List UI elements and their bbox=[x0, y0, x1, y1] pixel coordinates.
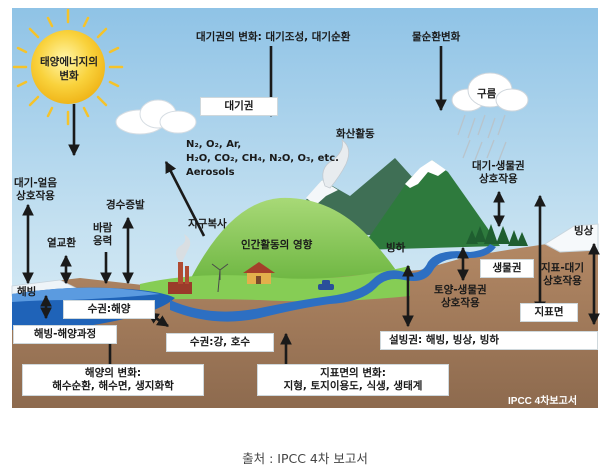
rain-cloud-icon bbox=[451, 72, 529, 161]
wind-stress-line2: 응력 bbox=[93, 235, 113, 247]
cloud-label: 구름 bbox=[477, 88, 497, 100]
source-caption: 출처 : IPCC 4차 보고서 bbox=[242, 451, 368, 466]
air-ice-interaction-label: 대기-얼음 상호작용 bbox=[14, 177, 57, 203]
land-atmos-line1: 지표-대기 bbox=[541, 262, 584, 274]
atmos-biosphere-line1: 대기-생물권 bbox=[472, 160, 525, 172]
wind-stress-line1: 바람 bbox=[93, 222, 113, 234]
biosphere-box: 생물권 bbox=[480, 259, 534, 278]
hydrosphere-river-box: 수권:강, 호수 bbox=[166, 333, 274, 352]
evaporation-precip-label: 경수증발 bbox=[106, 199, 145, 211]
cloud-icon bbox=[115, 99, 197, 135]
ocean-change-line1: 해양의 변화: bbox=[84, 367, 142, 379]
land-atmos-line2: 상호작용 bbox=[543, 275, 582, 287]
air-ice-line2: 상호작용 bbox=[16, 190, 55, 202]
atmos-biosphere-interaction-label: 대기-생물권 상호작용 bbox=[472, 160, 525, 186]
soil-biosphere-line2: 상호작용 bbox=[441, 297, 480, 309]
hydrosphere-ocean-box: 수권:해양 bbox=[63, 300, 155, 319]
gases-line3: Aerosols bbox=[186, 167, 235, 178]
glacier-label: 빙하 bbox=[386, 242, 406, 254]
mountain-snow-right bbox=[405, 160, 446, 188]
land-change-line1: 지표면의 변화: bbox=[320, 367, 386, 379]
air-ice-line1: 대기-얼음 bbox=[14, 177, 57, 189]
heat-exchange-label: 열교환 bbox=[47, 237, 76, 249]
grass-strip bbox=[140, 266, 410, 302]
ipcc-watermark: IPCC 4차보고서 bbox=[508, 396, 578, 407]
sea-ice-label: 해빙 bbox=[17, 286, 37, 298]
ocean-change-line2: 해수순환, 해수면, 생지화학 bbox=[52, 380, 174, 392]
sun-energy-line1: 태양에너지의 bbox=[40, 56, 98, 68]
ice-sheet bbox=[543, 223, 599, 253]
central-hill bbox=[190, 197, 402, 280]
water-cycle-change-label: 물순환변화 bbox=[412, 31, 461, 43]
sun-icon bbox=[12, 8, 124, 126]
human-influence-label: 인간활동의 영향 bbox=[241, 239, 313, 251]
wind-stress-label: 바람 응력 bbox=[93, 222, 112, 248]
gases-line2: H₂O, CO₂, CH₄, N₂O, O₃, etc. bbox=[186, 153, 339, 164]
volcanic-activity-label: 화산활동 bbox=[336, 128, 375, 140]
arrows bbox=[22, 46, 600, 366]
mountain-right bbox=[360, 160, 500, 250]
land-surface-box: 지표면 bbox=[520, 303, 578, 322]
house-icon bbox=[243, 262, 275, 284]
atmosphere-change-label: 대기권의 변화: 대기조성, 대기순환 bbox=[196, 31, 351, 43]
land-change-line2: 지형, 토지이용도, 식생, 생태계 bbox=[283, 380, 423, 392]
factory-icon bbox=[168, 234, 192, 294]
soil-biosphere-interaction-label: 토양-생물권 상호작용 bbox=[434, 284, 487, 310]
cryosphere-box: 설빙권: 해빙, 빙상, 빙하 bbox=[380, 331, 598, 350]
ocean-change-box: 해양의 변화: 해수순환, 해수면, 생지화학 bbox=[22, 364, 204, 396]
terrestrial-radiation-label: 지구복사 bbox=[188, 218, 227, 230]
trees-icon bbox=[466, 224, 528, 246]
atmosphere-box: 대기권 bbox=[200, 97, 278, 116]
volcano-smoke bbox=[322, 138, 350, 189]
soil-biosphere-line1: 토양-생물권 bbox=[434, 284, 487, 296]
land-surface-change-box: 지표면의 변화: 지형, 토지이용도, 식생, 생태계 bbox=[257, 364, 449, 396]
gases-line1: N₂, O₂, Ar, bbox=[186, 139, 242, 150]
car-icon bbox=[318, 280, 334, 290]
land-atmos-interaction-label: 지표-대기 상호작용 bbox=[541, 262, 584, 288]
sun-energy-line2: 변화 bbox=[59, 70, 79, 82]
sea-ice-ocean-process-box: 해빙-해양과정 bbox=[13, 325, 117, 344]
atmos-biosphere-line2: 상호작용 bbox=[479, 173, 518, 185]
sun-energy-label: 태양에너지의 변화 bbox=[38, 55, 100, 83]
windmill-icon bbox=[211, 263, 229, 293]
gases-label: N₂, O₂, Ar, H₂O, CO₂, CH₄, N₂O, O₃, etc.… bbox=[186, 138, 339, 180]
ice-sheet-label: 빙상 bbox=[574, 225, 594, 237]
